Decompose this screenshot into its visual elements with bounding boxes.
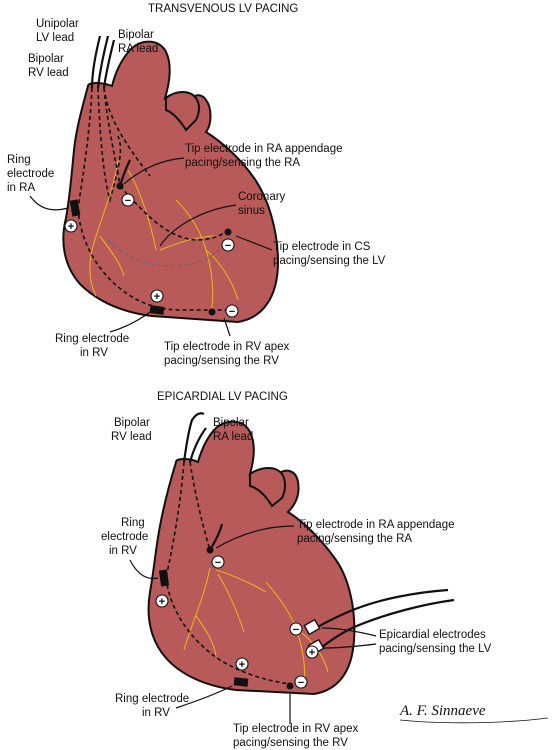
polarity-top: + − − + − [64,193,239,318]
minus-sign: − [229,306,235,318]
label-tip-rv-2: pacing/sensing the RV [233,737,348,749]
minus-sign: − [225,240,231,252]
transvenous-title: TRANSVENOUS LV PACING [148,3,298,15]
signature: A. F. Sinnaeve [399,703,549,724]
minus-sign: − [298,677,304,689]
transvenous-panel: TRANSVENOUS LV PACING [7,3,386,367]
minus-sign: − [215,557,221,569]
label-unipolar-lv-1: Unipolar [36,18,79,30]
label-bipolar-ra-1: Bipolar [213,417,249,429]
label-bipolar-rv-2: RV lead [111,431,152,443]
labels-top: Unipolar LV lead Bipolar RA lead Bipolar… [7,18,386,367]
label-tip-ra-2: pacing/sensing the RA [185,157,300,169]
arrows-top [29,157,273,337]
minus-sign: − [293,624,299,636]
heart-bottom [147,420,356,696]
label-ring-rv-1: Ring [121,517,145,529]
signature-text: A. F. Sinnaeve [399,703,486,719]
label-bipolar-rv-1: Bipolar [114,417,150,429]
plus-sign: + [154,291,160,303]
label-bipolar-ra-1: Bipolar [118,29,154,41]
coronary-vessels-top [89,159,239,309]
label-bipolar-ra-2: RA lead [213,431,253,443]
label-tip-rv-2: pacing/sensing the RV [164,355,279,367]
label-bipolar-ra-2: RA lead [118,43,158,55]
label-tip-ra-1: Tip electrode in RA appendage [185,143,343,155]
polarity-bottom: − + − + + − [155,555,319,689]
label-bipolar-rv-1: Bipolar [28,53,64,65]
label-ring-rv-2: in RV [80,347,108,359]
label-tip-rv-1: Tip electrode in RV apex [164,341,290,353]
arrows-bottom [129,525,377,724]
label-unipolar-lv-2: LV lead [36,32,74,44]
label-ring-ra-3: in RA [7,182,35,194]
label-tip-ra-2: pacing/sensing the RA [297,533,412,545]
plus-sign: + [239,659,245,671]
label-epi-1: Epicardial electrodes [379,629,486,641]
label-ring-rv-b-1: Ring electrode [115,693,189,705]
minus-sign: − [125,195,131,207]
labels-bottom: Bipolar RV lead Bipolar RA lead Ring ele… [101,417,492,749]
plus-sign: + [68,221,74,233]
label-tip-cs-1: Tip electrode in CS [273,241,371,253]
label-tip-cs-2: pacing/sensing the LV [273,255,386,267]
plus-sign: + [159,596,165,608]
epicardial-title: EPICARDIAL LV PACING [157,391,288,403]
label-ring-rv-1: Ring electrode [55,333,129,345]
label-ring-ra-1: Ring [7,154,31,166]
epicardial-panel: EPICARDIAL LV PACING [101,391,549,749]
aorta-top [165,91,200,132]
leads-top [69,35,233,316]
label-bipolar-rv-2: RV lead [28,67,69,79]
label-ring-rv-2: electrode [101,531,148,543]
label-coronary-2: sinus [238,205,265,217]
label-epi-2: pacing/sensing the LV [379,643,492,655]
aorta-bottom [249,467,286,508]
label-tip-ra-1: Tip electrode in RA appendage [297,519,455,531]
label-tip-rv-1: Tip electrode in RV apex [233,723,359,735]
label-ring-rv-3: in RV [109,545,137,557]
label-ring-rv-b-2: in RV [142,707,170,719]
label-coronary-1: Coronary [238,191,286,203]
plus-sign: + [309,647,315,659]
heart-top [62,40,280,324]
label-ring-ra-2: electrode [7,168,54,180]
